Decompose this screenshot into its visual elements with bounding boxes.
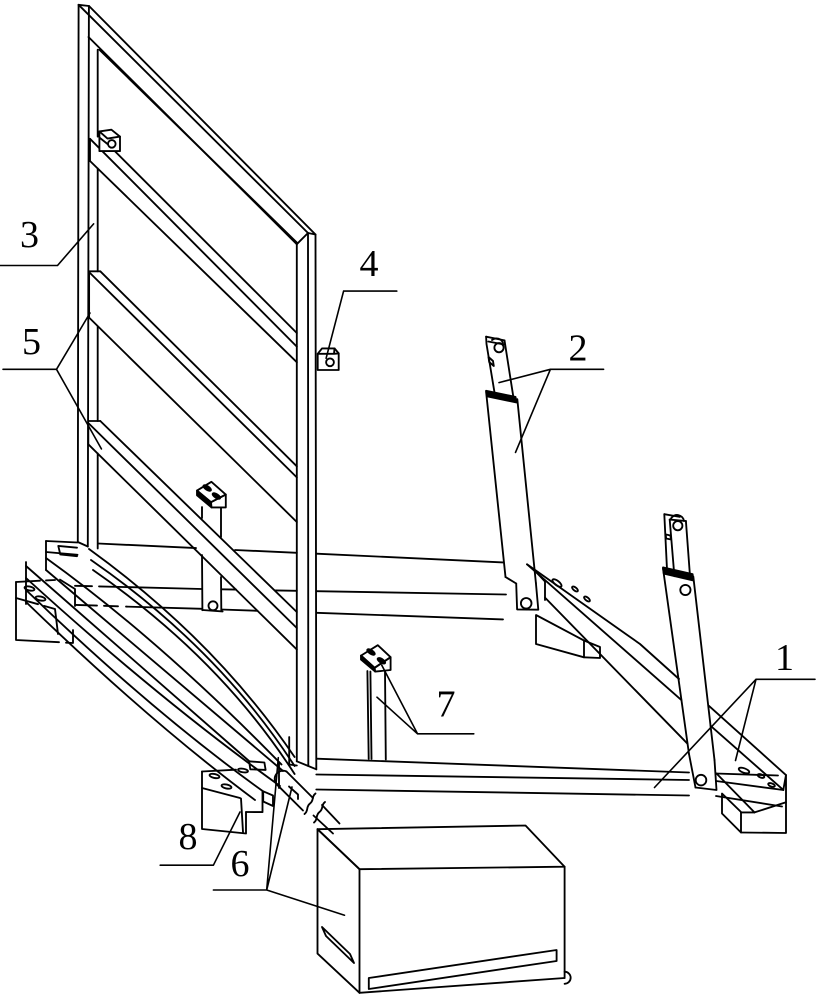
svg-text:7: 7 <box>437 684 456 726</box>
svg-text:1: 1 <box>775 637 794 679</box>
svg-text:5: 5 <box>22 321 41 363</box>
svg-text:2: 2 <box>569 328 588 370</box>
svg-text:8: 8 <box>179 816 198 858</box>
svg-text:3: 3 <box>20 214 39 256</box>
svg-text:4: 4 <box>360 243 379 285</box>
svg-text:6: 6 <box>231 843 250 885</box>
